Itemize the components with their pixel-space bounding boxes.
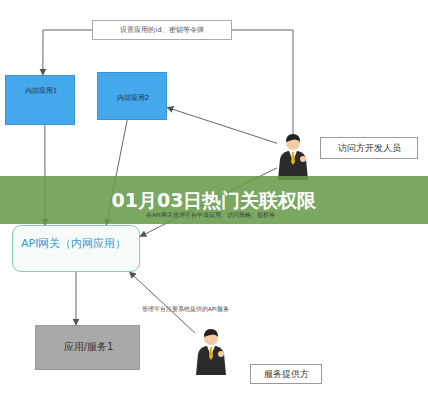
person-tie bbox=[209, 347, 213, 360]
arrow-connector bbox=[130, 272, 195, 333]
node-label: 服务提供方 bbox=[250, 364, 322, 384]
edge-label: 在API网关管理平台申请应用、访问策略、授权等 bbox=[146, 212, 275, 219]
person-hair bbox=[204, 329, 218, 337]
person-head bbox=[204, 331, 218, 345]
arrow-connector bbox=[43, 30, 293, 135]
edge-label: 设置应用的id、密钥等令牌 bbox=[92, 20, 232, 40]
person-hand bbox=[218, 351, 224, 357]
actor-node: 服务提供方 bbox=[195, 330, 227, 375]
arrow-connector bbox=[75, 272, 76, 325]
person-shirt bbox=[207, 346, 215, 356]
node-label: 内部应用2 bbox=[98, 93, 168, 103]
edge-label: 管理平台注册系统提供的API服务 bbox=[142, 306, 229, 313]
arrow-connector bbox=[167, 107, 277, 143]
service-box: 应用/服务1 bbox=[35, 325, 140, 370]
person-shirt bbox=[289, 151, 297, 161]
person-tie bbox=[291, 152, 295, 165]
person-hair bbox=[286, 134, 300, 142]
node-label: API网关（内网应用） bbox=[21, 236, 126, 251]
process-box: 内部应用1 bbox=[5, 75, 75, 125]
gateway-box: API网关（内网应用） bbox=[12, 225, 140, 272]
process-box: 内部应用2 bbox=[97, 72, 167, 120]
node-label: 应用/服务1 bbox=[36, 340, 141, 354]
person-head bbox=[286, 136, 300, 150]
node-label: 内部应用1 bbox=[6, 86, 76, 96]
node-label: 访问方开发人员 bbox=[320, 137, 418, 159]
person-suit bbox=[196, 346, 226, 375]
actor-node: 访问方开发人员 bbox=[277, 135, 309, 180]
person-figure bbox=[196, 329, 226, 375]
person-hand bbox=[300, 156, 306, 162]
person-figure bbox=[278, 134, 308, 180]
